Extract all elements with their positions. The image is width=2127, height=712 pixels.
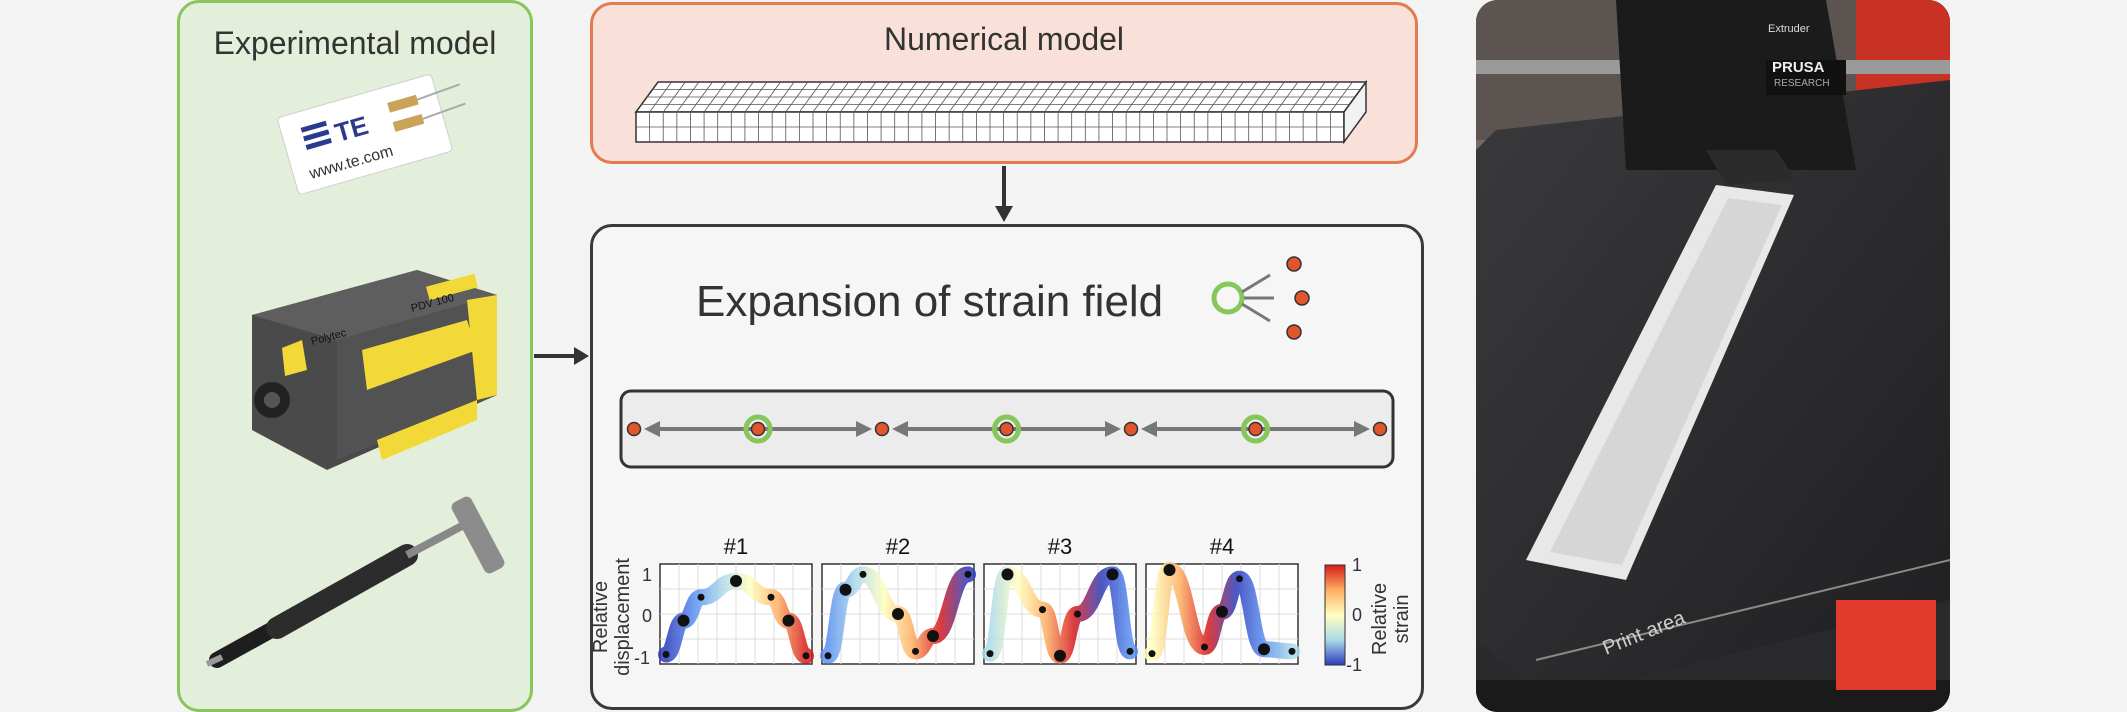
- measured-sensor-ring: [1241, 414, 1270, 444]
- y-axis-label-line2: displacement: [612, 558, 634, 676]
- laser-vibrometer-image: Polytec PDV 100: [252, 270, 497, 470]
- data-point: [912, 647, 919, 655]
- data-point: [662, 650, 670, 658]
- y-tick-minus1: -1: [634, 648, 650, 668]
- arrow-right-icon: [1354, 421, 1370, 437]
- expanded-point-dot: [1372, 421, 1388, 437]
- colorbar-tick-top: 1: [1352, 555, 1362, 575]
- mode-plot-2: #2: [820, 534, 976, 665]
- y-axis-label-line1: Relative: [590, 581, 612, 653]
- data-point: [767, 593, 775, 601]
- expansion-icon: [1211, 256, 1310, 340]
- arrow-left-icon: [892, 421, 908, 437]
- data-point: [1163, 564, 1176, 576]
- y-tick-1: 1: [642, 565, 652, 585]
- data-point: [927, 630, 939, 642]
- data-point: [892, 608, 904, 620]
- expanded-point-dot: [874, 421, 890, 437]
- arrow-left-icon: [1141, 421, 1157, 437]
- experimental-model-title: Experimental model: [213, 25, 497, 61]
- measured-sensor-ring: [992, 414, 1021, 444]
- data-point: [1216, 605, 1228, 618]
- data-point: [1258, 643, 1270, 656]
- experimental-model-panel: Experimental model TE www.te.com: [177, 0, 533, 712]
- data-point: [697, 593, 705, 601]
- data-point: [1288, 647, 1296, 655]
- colorbar: 1 0 -1 Relative strain: [1324, 555, 1413, 675]
- data-point: [677, 614, 690, 627]
- experimental-illustrations: TE www.te.com Polytec PDV 100: [205, 74, 505, 668]
- data-point: [802, 652, 810, 660]
- data-point: [1106, 568, 1119, 581]
- numerical-model-panel: Numerical model: [590, 2, 1418, 164]
- impact-hammer-image: [205, 496, 505, 668]
- data-point: [782, 614, 795, 627]
- colorbar-tick-mid: 0: [1352, 605, 1362, 625]
- data-point: [1126, 647, 1134, 655]
- strain-gauge-image: TE www.te.com: [277, 74, 466, 195]
- arrow-right-icon: [534, 347, 589, 365]
- arrow-left-icon: [644, 421, 660, 437]
- mesh-grid: [634, 79, 1368, 145]
- data-point: [1001, 568, 1014, 581]
- data-point: [824, 652, 832, 660]
- sensor-layout: [619, 389, 1395, 469]
- measured-sensor-ring: [743, 414, 773, 444]
- arrow-right-icon: [856, 421, 872, 437]
- data-point: [859, 570, 867, 578]
- 3d-printer-photo: Extruder PRUSA RESEARCH Print area: [1476, 0, 1950, 712]
- mode-label: #4: [1210, 534, 1234, 559]
- arrow-right-icon: [1105, 421, 1121, 437]
- measured-sensor-dot: [999, 421, 1014, 437]
- expansion-title: Expansion of strain field: [696, 277, 1164, 326]
- colorbar-label-line2: strain: [1391, 595, 1413, 644]
- measured-sensor-dot: [1248, 421, 1263, 437]
- data-point: [1236, 575, 1243, 583]
- data-point: [1039, 606, 1046, 614]
- mode-label: #3: [1048, 534, 1072, 559]
- prusa-sub: RESEARCH: [1774, 78, 1830, 89]
- expanded-point-dot: [1123, 421, 1139, 437]
- measured-sensor-dot: [750, 421, 766, 437]
- mode-plot-3: #3: [982, 534, 1138, 665]
- mode-label: #1: [724, 534, 748, 559]
- data-point: [730, 575, 742, 587]
- mode-plot-4: #4: [1144, 534, 1300, 665]
- data-point: [839, 583, 852, 596]
- mode-shape-plots: #1 #2 #3 #4: [658, 534, 1300, 665]
- fe-mesh-beam: [634, 79, 1368, 145]
- numerical-model-title: Numerical model: [883, 21, 1125, 57]
- y-axis: Relative displacement 1 0 -1: [590, 558, 652, 676]
- data-point: [986, 650, 994, 658]
- data-point: [1148, 650, 1156, 658]
- expansion-panel: Expansion of strain field #1 #2 #3 #4: [590, 224, 1424, 710]
- expansion-graphics: #1 #2 #3 #4 1 0 -1 Relative strain Relative…: [590, 256, 1413, 676]
- expanded-point-dot: [626, 421, 642, 437]
- data-point: [1074, 610, 1081, 618]
- data-point: [964, 570, 972, 578]
- prusa-brand: PRUSA: [1772, 59, 1825, 76]
- colorbar-label-line1: Relative: [1369, 583, 1391, 655]
- data-point: [1054, 649, 1066, 662]
- mode-plot-1: #1: [658, 534, 814, 665]
- colorbar-tick-bottom: -1: [1346, 655, 1362, 675]
- y-tick-0: 0: [642, 606, 652, 626]
- mode-label: #2: [886, 534, 910, 559]
- printer-illustration: Extruder PRUSA RESEARCH Print area: [1476, 0, 1950, 712]
- arrow-down-icon: [995, 166, 1013, 222]
- extruder-label: Extruder: [1768, 23, 1810, 35]
- data-point: [1201, 643, 1208, 651]
